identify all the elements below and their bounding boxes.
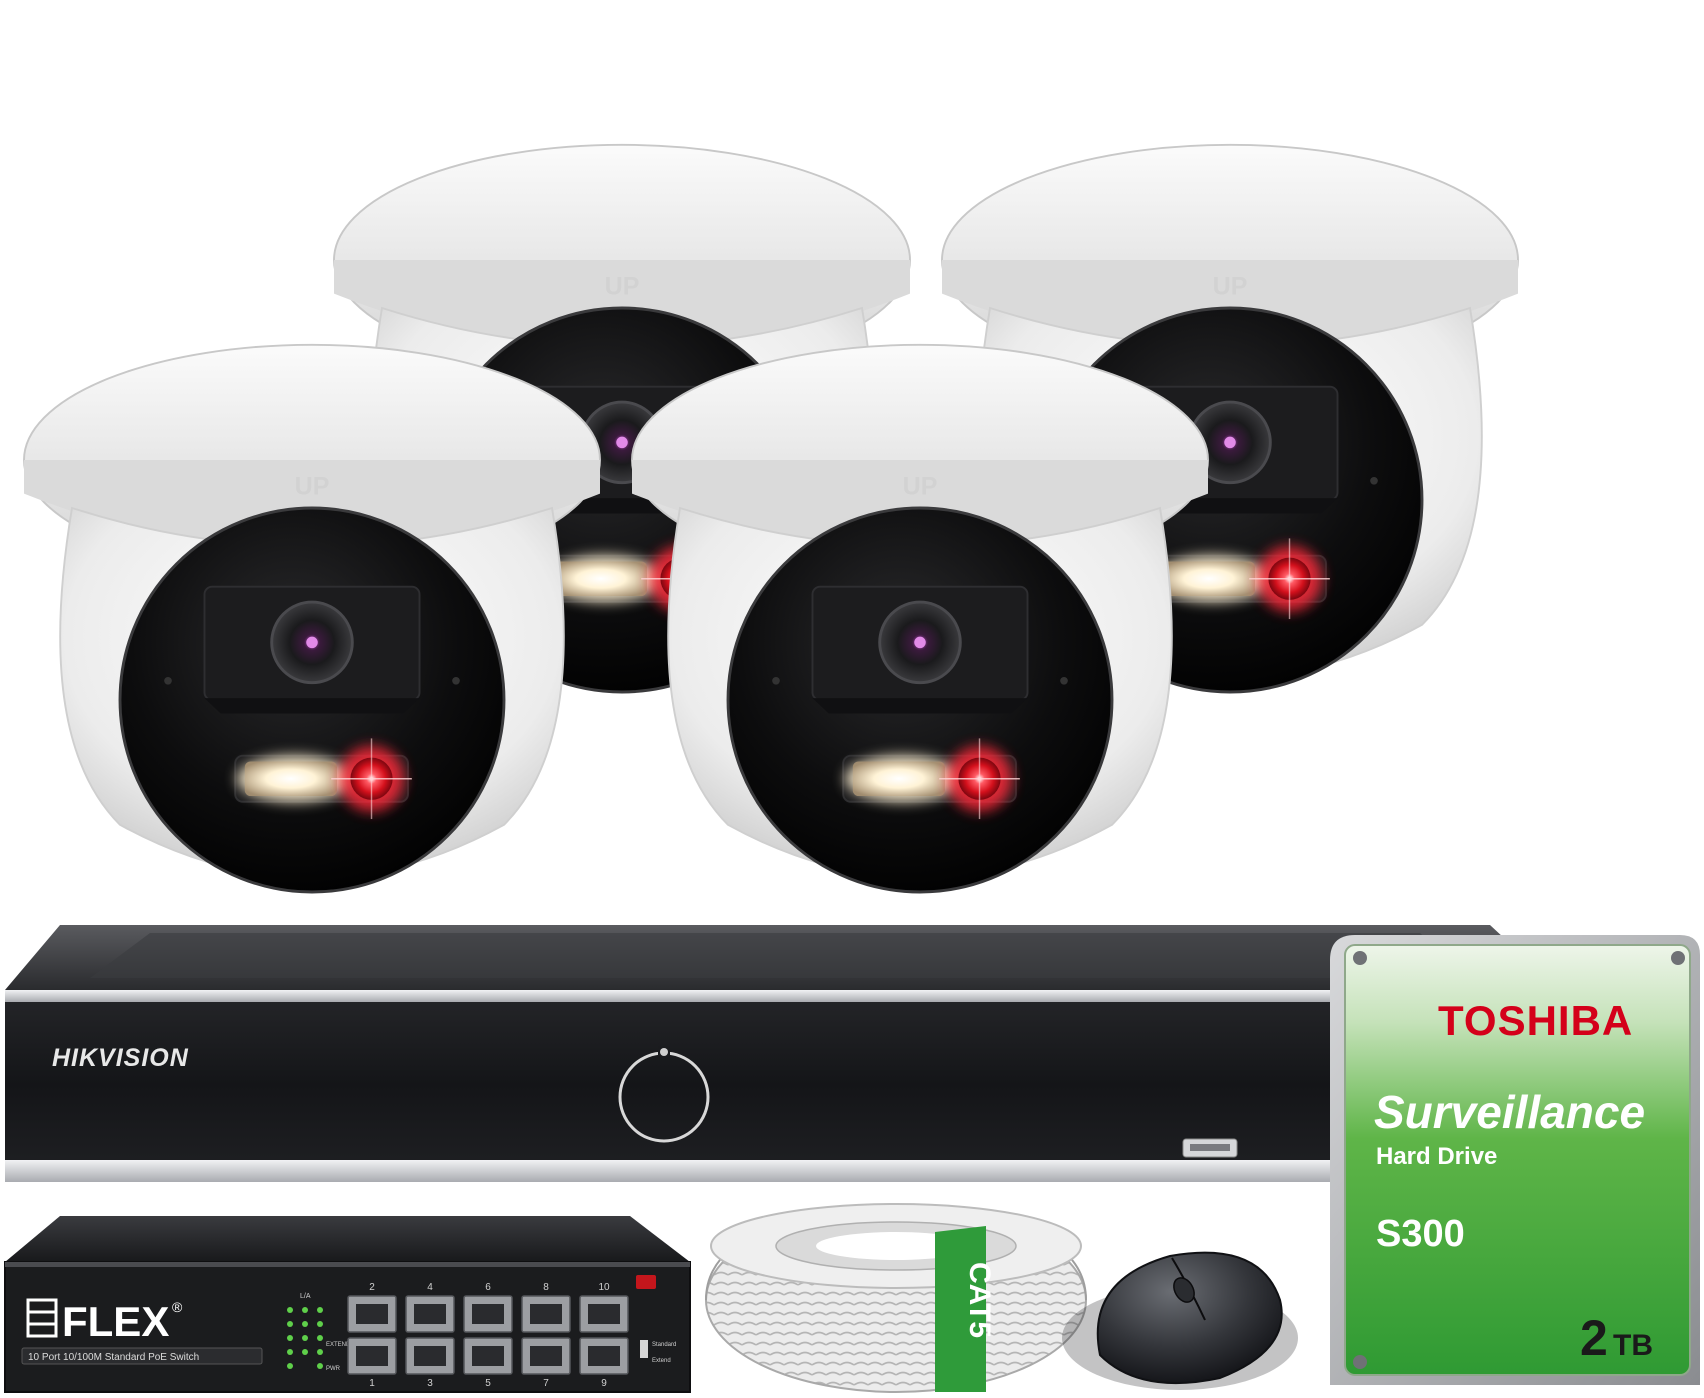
scroll-wheel-icon <box>1173 1277 1195 1303</box>
port-number: 1 <box>369 1378 375 1389</box>
led-label-pwr: PWR <box>326 1366 341 1372</box>
port-number: 6 <box>485 1282 491 1293</box>
switch-registered-mark: ® <box>172 1299 183 1315</box>
hdd-capacity-number: 2 <box>1580 1310 1608 1366</box>
camera-up-label: UP <box>1213 273 1248 301</box>
hdd-model: S300 <box>1376 1213 1465 1255</box>
switch-subtitle: 10 Port 10/100M Standard PoE Switch <box>28 1352 199 1363</box>
cable-cat5-label: CAT5 <box>963 1262 996 1338</box>
camera-up-label: UP <box>903 473 938 501</box>
dome-camera-4: UP <box>632 345 1208 892</box>
camera-up-label: UP <box>605 273 640 301</box>
dome-camera-2: UP <box>334 145 910 692</box>
hdd-subtitle: Hard Drive <box>1376 1143 1497 1170</box>
led-label-extend: EXTEND <box>326 1342 351 1348</box>
hdd-capacity-unit: TB <box>1613 1329 1653 1362</box>
mode-switch-toggle <box>640 1340 648 1358</box>
led-label-la: L/A <box>300 1293 311 1300</box>
hdd-brand-logo: TOSHIBA <box>1438 997 1633 1044</box>
dome-camera-3: UP <box>942 145 1518 692</box>
mode-label-extend: Extend <box>652 1358 671 1364</box>
port-number: 8 <box>543 1282 549 1293</box>
dome-camera-1: UP <box>24 345 600 892</box>
port-number: 10 <box>598 1282 610 1293</box>
hdd-title: Surveillance <box>1374 1086 1645 1138</box>
nvr-brand-logo: HIKVISION <box>52 1044 189 1072</box>
mode-label-standard: Standard <box>652 1342 676 1348</box>
port-number: 5 <box>485 1378 491 1389</box>
switch-red-badge-icon <box>636 1275 656 1289</box>
hikvision-nvr: HIKVISION <box>5 925 1560 1182</box>
switch-brand-logo: FLEX <box>62 1298 169 1345</box>
toshiba-hdd: TOSHIBA Surveillance Hard Drive S300 2 T… <box>1330 935 1700 1385</box>
camera-up-label: UP <box>295 473 330 501</box>
port-number: 7 <box>543 1378 549 1389</box>
cat5-cable-coil: CAT5 <box>705 1203 1087 1393</box>
port-number: 4 <box>427 1282 433 1293</box>
port-number: 3 <box>427 1378 433 1389</box>
switch-status-leds <box>287 1307 323 1369</box>
port-number: 2 <box>369 1282 375 1293</box>
usb-mouse <box>1062 1251 1298 1390</box>
flex-poe-switch: FLEX ® 10 Port 10/100M Standard PoE Swit… <box>4 1216 691 1393</box>
port-number: 9 <box>601 1378 607 1389</box>
